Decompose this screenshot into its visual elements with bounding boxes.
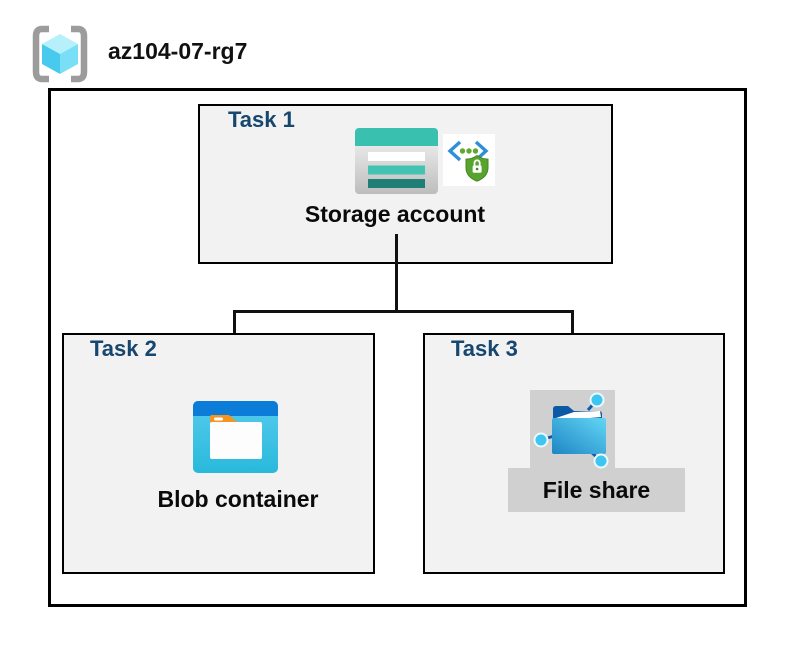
task2-box — [62, 333, 375, 574]
azure-resource-group-icon — [32, 25, 88, 83]
task1-title: Task 1 — [228, 107, 295, 132]
storage-account-icon — [355, 128, 438, 194]
blob-container-label: Blob container — [157, 486, 319, 512]
blob-container-icon — [193, 401, 278, 473]
task3-title: Task 3 — [451, 336, 518, 361]
connector-storage-down — [395, 234, 398, 312]
resource-group-name: az104-07-rg7 — [108, 38, 248, 64]
file-share-label-highlight — [508, 468, 685, 512]
storage-account-label: Storage account — [304, 201, 486, 227]
shield-lock-code-icon — [443, 134, 495, 186]
file-share-icon — [533, 392, 609, 469]
connector-horizontal — [233, 310, 574, 313]
file-share-label: File share — [542, 477, 651, 503]
task2-title: Task 2 — [90, 336, 157, 361]
